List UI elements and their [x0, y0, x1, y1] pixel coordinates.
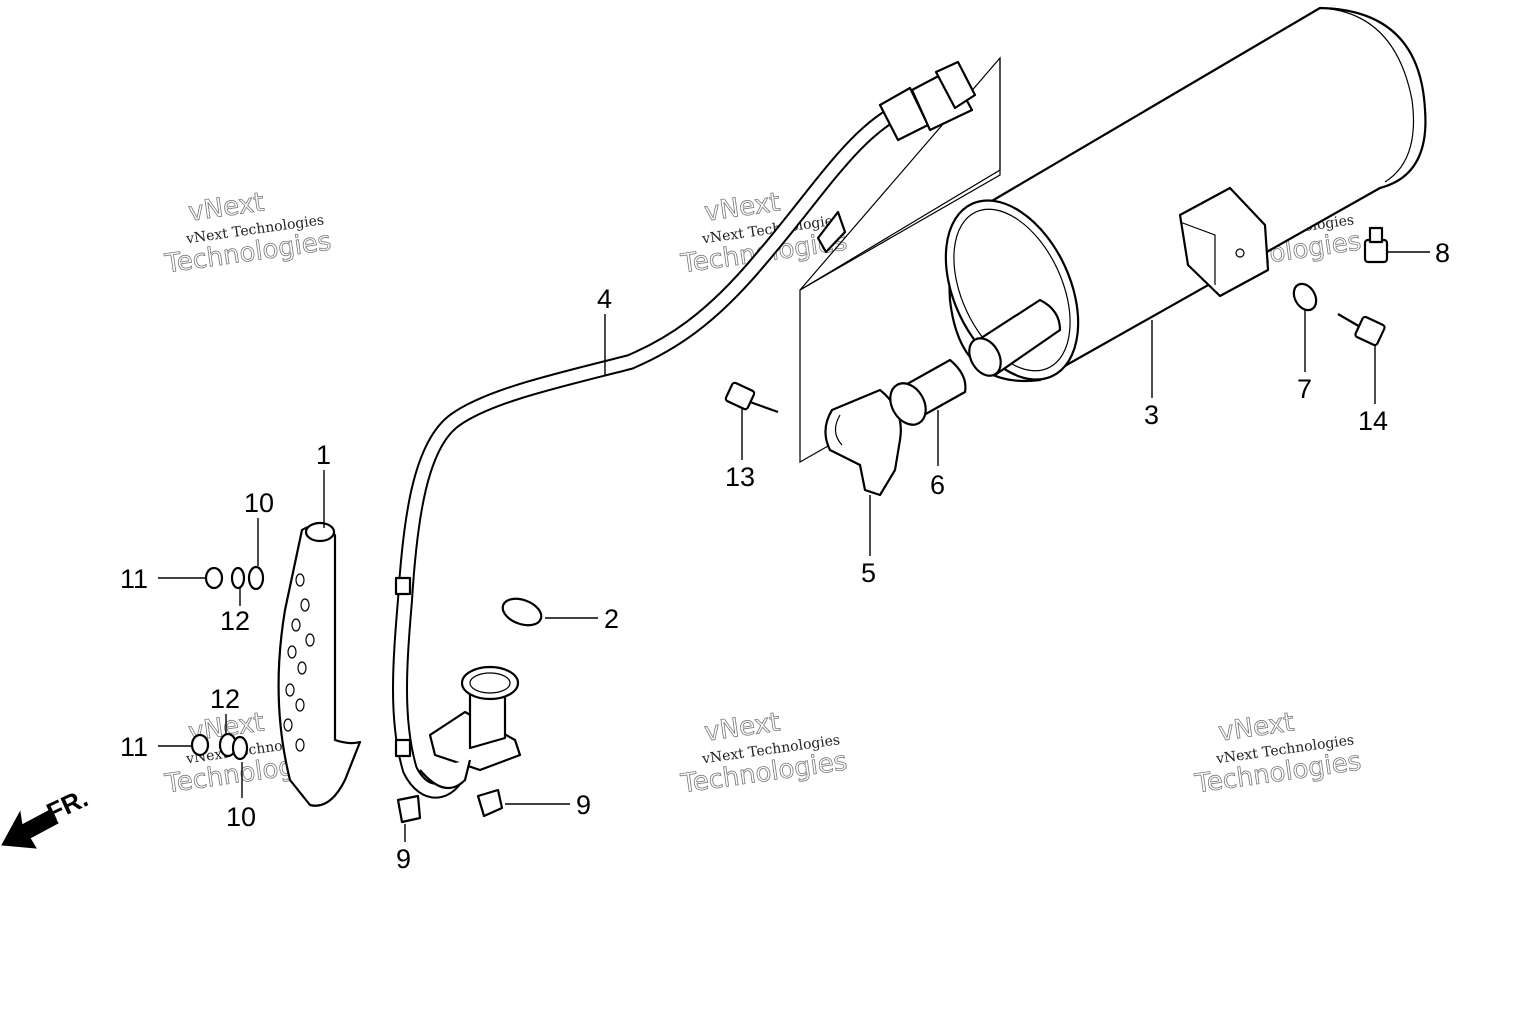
callout-10a: 10 [244, 488, 274, 518]
connector-sleeve [889, 358, 967, 426]
nut-9a [396, 794, 422, 824]
muffler [944, 6, 1427, 383]
fastener-set-upper [204, 565, 265, 591]
bolt-8 [1363, 226, 1389, 264]
callout-6: 6 [930, 470, 945, 500]
nut-9b [476, 788, 504, 818]
callout-1: 1 [316, 440, 331, 470]
callout-5: 5 [861, 558, 876, 588]
washer-7 [1292, 282, 1318, 312]
heat-protector [277, 521, 362, 807]
callout-10b: 10 [226, 802, 256, 832]
callout-4: 4 [597, 284, 612, 314]
callout-13: 13 [725, 462, 755, 492]
watermark-1: vNext vNext Technologies Technologies [162, 187, 333, 280]
watermark-6: vNext vNext Technologies Technologies [1192, 707, 1363, 800]
callout-11a: 11 [120, 564, 148, 594]
clamp [824, 388, 902, 497]
leader-lines [158, 251, 1430, 842]
callout-3: 3 [1144, 400, 1159, 430]
callout-12a: 12 [220, 606, 250, 636]
exhaust-pipe [392, 60, 977, 799]
callout-2: 2 [604, 604, 619, 634]
front-direction-arrow: FR. [1, 783, 93, 849]
callout-9b: 9 [396, 844, 411, 874]
watermark-5: vNext vNext Technologies Technologies [678, 707, 849, 800]
callout-9a: 9 [576, 790, 591, 820]
callout-8: 8 [1435, 238, 1450, 268]
bolt-14 [1337, 313, 1386, 347]
bolt-13 [724, 381, 779, 414]
gasket [501, 597, 543, 627]
fastener-set-lower [190, 732, 249, 761]
callout-7: 7 [1297, 374, 1312, 404]
callout-14: 14 [1358, 406, 1388, 436]
callout-12b: 12 [210, 684, 240, 714]
callout-11b: 11 [120, 732, 148, 762]
